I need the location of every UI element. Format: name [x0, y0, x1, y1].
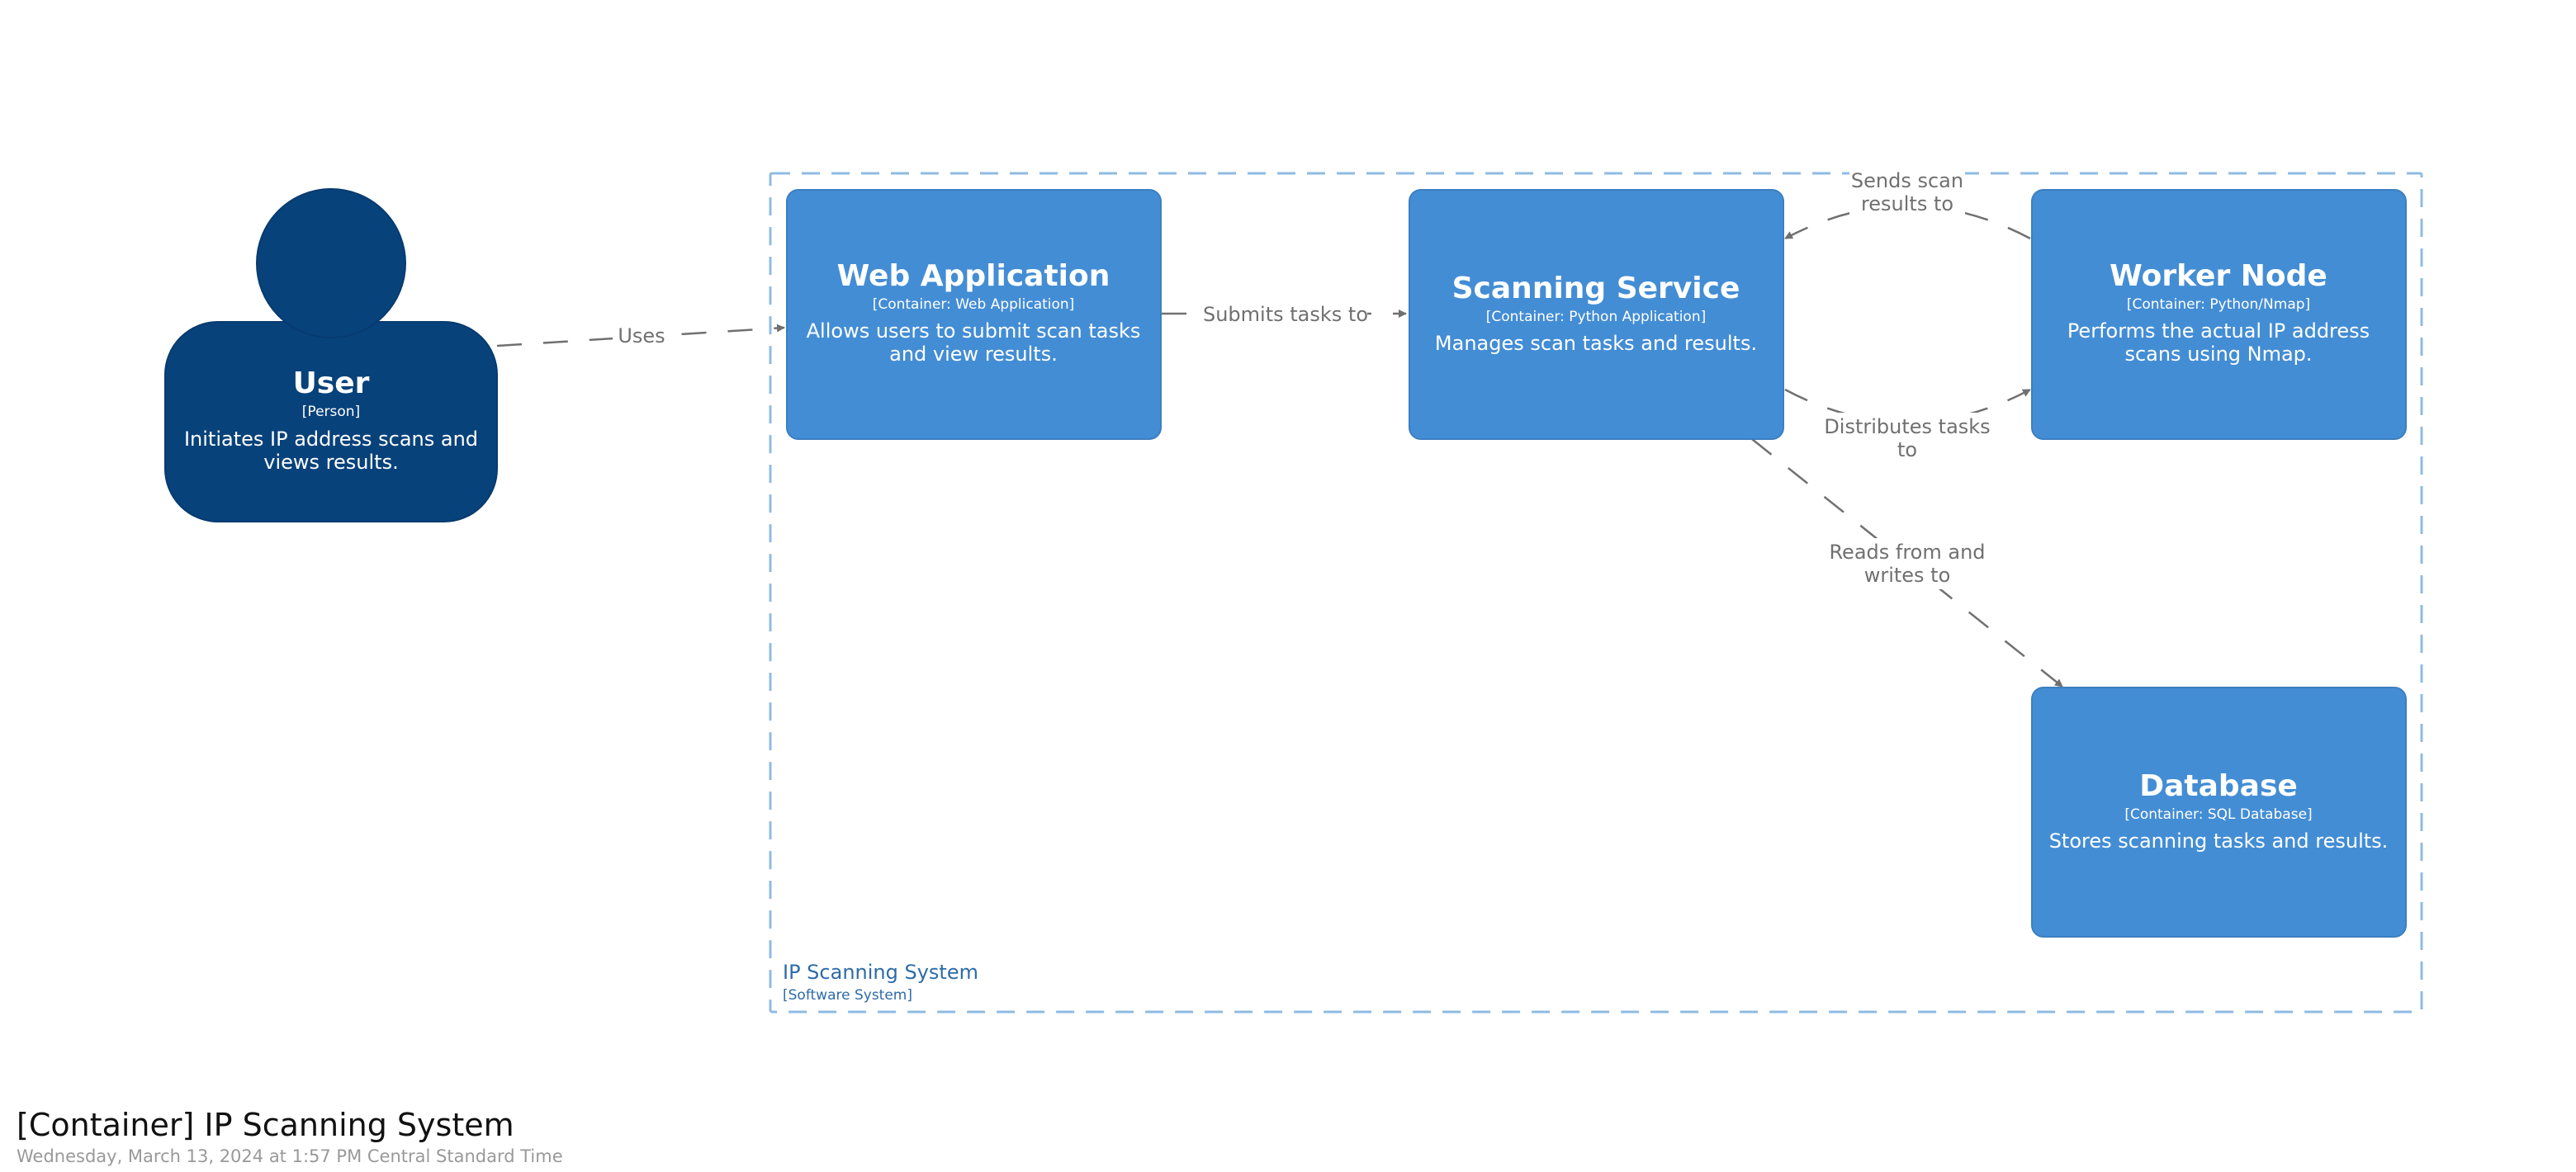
worker-node-description-line-1: Performs the actual IP address: [2067, 319, 2370, 343]
scanning-service-description: Manages scan tasks and results.: [1435, 332, 1757, 355]
container-scanning-service[interactable]: Scanning Service [Container: Python Appl…: [1409, 189, 1784, 440]
edge-label-reads-from-and: Reads from and: [1829, 541, 1985, 564]
edge-label-distributes-to: to: [1897, 438, 1917, 461]
web-app-type: [Container: Web Application]: [873, 296, 1075, 313]
container-web-application[interactable]: Web Application [Container: Web Applicat…: [786, 189, 1162, 440]
edge-label-uses: Uses: [618, 324, 665, 347]
relationship-web-app-submits-tasks[interactable]: Submits tasks to: [1162, 300, 1407, 327]
edge-label-distributes-tasks: Distributes tasks: [1824, 415, 1990, 438]
diagram-subtitle: Wednesday, March 13, 2024 at 1:57 PM Cen…: [17, 1146, 563, 1166]
database-name: Database: [2139, 769, 2298, 803]
container-database[interactable]: Database [Container: SQL Database] Store…: [2031, 687, 2407, 938]
system-boundary: IP Scanning System [Software System]: [769, 172, 2423, 1014]
web-app-name: Web Application: [837, 259, 1110, 293]
relationship-service-reads-writes-db[interactable]: Reads from and writes to: [1751, 438, 2063, 688]
person-description-line-1: Initiates IP address scans and: [184, 428, 478, 451]
edge-label-submits-tasks: Submits tasks to: [1203, 303, 1368, 326]
relationship-service-distributes-tasks[interactable]: Distributes tasks to: [1784, 388, 2031, 464]
database-description: Stores scanning tasks and results.: [2049, 829, 2389, 853]
container-worker-node[interactable]: Worker Node [Container: Python/Nmap] Per…: [2031, 189, 2407, 440]
relationship-user-uses-web-app[interactable]: Uses: [496, 323, 785, 347]
edge-label-sends-scan: Sends scan: [1851, 169, 1963, 192]
worker-node-type: [Container: Python/Nmap]: [2127, 296, 2310, 313]
web-app-description-line-2: and view results.: [889, 343, 1058, 366]
person-user[interactable]: User [Person] Initiates IP address scans…: [164, 188, 498, 522]
person-description-line-2: views results.: [263, 451, 398, 474]
boundary-type: [Software System]: [783, 987, 912, 1004]
relationships: Uses Submits tasks to Sends scan results…: [496, 165, 2063, 688]
boundary-name: IP Scanning System: [783, 961, 978, 984]
person-type: [Person]: [302, 404, 360, 420]
worker-node-description-line-2: scans using Nmap.: [2124, 343, 2312, 366]
database-type: [Container: SQL Database]: [2124, 806, 2312, 823]
worker-node-name: Worker Node: [2110, 259, 2327, 293]
relationship-worker-sends-results[interactable]: Sends scan results to: [1784, 165, 2031, 240]
web-app-description-line-1: Allows users to submit scan tasks: [807, 319, 1141, 343]
edge-label-writes-to: writes to: [1864, 564, 1951, 587]
diagram-title: [Container] IP Scanning System: [17, 1107, 514, 1143]
scanning-service-type: [Container: Python Application]: [1486, 309, 1707, 325]
person-name: User: [293, 366, 370, 400]
scanning-service-name: Scanning Service: [1452, 272, 1740, 305]
edge-label-results-to: results to: [1861, 192, 1953, 215]
